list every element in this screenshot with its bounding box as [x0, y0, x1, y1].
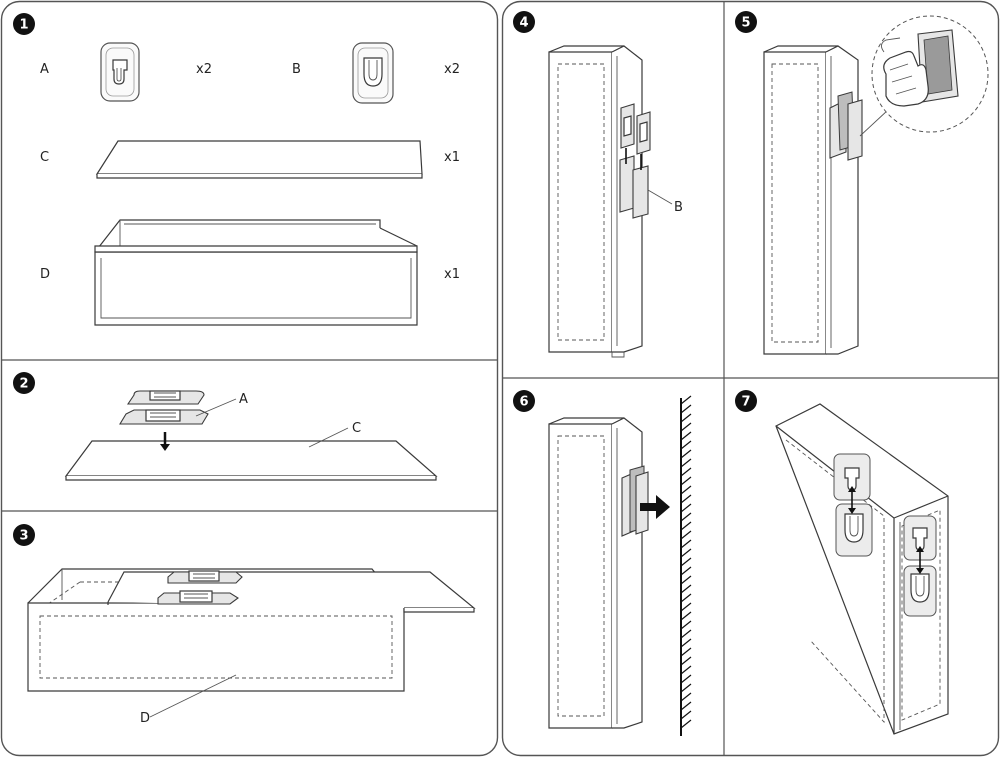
- svg-text:3: 3: [19, 529, 28, 544]
- step-7-hook-a-1: [833, 453, 871, 501]
- part-a-qty: x2: [196, 62, 212, 77]
- step-2-callout-a: A: [239, 392, 248, 407]
- part-d-box: [94, 219, 418, 326]
- wall-hatching: [680, 395, 692, 736]
- step-4-hook-b-lower: [619, 155, 649, 219]
- step-7-link-arrow-1: [848, 486, 856, 514]
- step-2-callout-c-line: [308, 427, 349, 448]
- step-5-hooks-on-box: [829, 91, 863, 161]
- step-2-down-arrow: [160, 432, 170, 451]
- step-2-callout-a-line: [195, 398, 237, 417]
- step-7-mounted: [775, 403, 949, 735]
- hand-icon: [881, 37, 929, 107]
- part-c-qty: x1: [444, 150, 460, 165]
- svg-text:6: 6: [519, 395, 528, 410]
- part-b-qty: x2: [444, 62, 460, 77]
- step-6-hooks: [621, 465, 649, 537]
- step-badge-5: 5: [735, 11, 757, 33]
- step-badge-1: 1: [13, 13, 35, 35]
- step-5-peel: [763, 15, 989, 355]
- step-badge-7: 7: [735, 390, 757, 412]
- part-b-label: B: [292, 62, 301, 77]
- part-d-label: D: [40, 267, 50, 282]
- svg-text:5: 5: [741, 16, 750, 31]
- step-7-link-arrow-2: [916, 546, 924, 574]
- step-4-hook-b-upper: [620, 103, 651, 155]
- step-2-hook-a-lower: [119, 409, 209, 425]
- step-2-attach: A C: [64, 390, 438, 481]
- step-3-hook-a-1: [167, 570, 243, 584]
- step-badge-6: 6: [513, 390, 535, 412]
- left-panel-frame: [0, 0, 499, 757]
- part-c-board: [95, 140, 423, 179]
- step-7-hook-b-1: [835, 503, 873, 557]
- step-badge-2: 2: [13, 372, 35, 394]
- step-6-push-arrow: [640, 495, 670, 519]
- part-b-hook-icon: [352, 42, 394, 104]
- step-badge-3: 3: [13, 524, 35, 546]
- part-d-qty: x1: [444, 267, 460, 282]
- svg-text:4: 4: [519, 16, 528, 31]
- step-5-zoom-circle: [871, 15, 989, 133]
- step-3-callout-d-line: [149, 674, 237, 718]
- step-1-parts: A x2 B x2 C x1 D: [40, 42, 460, 326]
- step-6-wall: [548, 395, 692, 736]
- svg-text:2: 2: [19, 377, 28, 392]
- step-4-box-upright: B: [548, 45, 683, 358]
- step-7-hook-b-2: [903, 565, 937, 617]
- step-7-hook-a-2: [903, 515, 937, 561]
- step-3-assembly: D: [27, 568, 476, 726]
- step-2-callout-c: C: [352, 421, 361, 436]
- step-2-hook-a-upper: [126, 390, 205, 405]
- svg-text:7: 7: [741, 395, 750, 410]
- part-a-label: A: [40, 62, 49, 77]
- step-2-board-c: [64, 440, 438, 481]
- part-c-label: C: [40, 150, 49, 165]
- step-3-callout-d: D: [140, 711, 150, 726]
- step-4-callout-b: B: [674, 200, 683, 215]
- step-3-hook-a-2: [157, 590, 239, 605]
- step-badge-4: 4: [513, 11, 535, 33]
- part-a-hook-icon: [100, 42, 140, 102]
- svg-text:1: 1: [19, 18, 28, 33]
- right-panel-frame: [501, 0, 1000, 757]
- step-4-callout-b-line: [647, 189, 673, 205]
